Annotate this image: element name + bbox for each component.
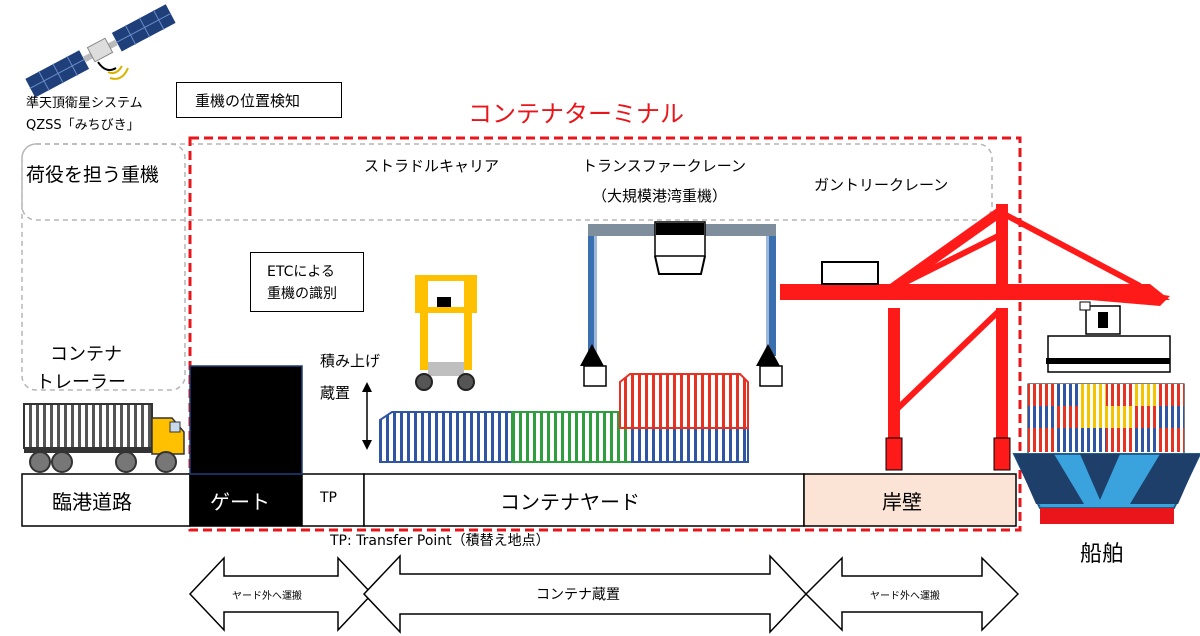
gantry-crane-icon xyxy=(780,204,1170,471)
tp-note: TP: Transfer Point（積替え地点） xyxy=(330,533,550,549)
etc-box: ETCによる 重機の識別 xyxy=(250,252,364,312)
trailer-label-line2: トレーラー xyxy=(36,372,126,393)
yard-containers xyxy=(379,373,749,463)
gate-building xyxy=(189,365,303,475)
satellite-icon xyxy=(23,2,177,99)
ship-icon xyxy=(1012,301,1200,524)
transfer-crane-icon xyxy=(580,221,783,387)
straddle-carrier-icon xyxy=(415,275,477,391)
terminal-title: コンテナターミナル xyxy=(468,100,684,128)
stacking-label-line1: 積み上げ xyxy=(320,352,381,370)
arrow-right-shape xyxy=(804,556,1020,632)
stacking-arrow xyxy=(362,382,372,450)
transfer-crane-label-line1: トランスファークレーン xyxy=(582,157,746,175)
zone-yard-label: コンテナヤード xyxy=(500,490,640,514)
position-detection-box: 重機の位置検知 xyxy=(176,82,342,118)
zone-quay-label: 岸壁 xyxy=(882,490,922,514)
zone-road-label: 臨港道路 xyxy=(52,490,132,514)
stacking-label-line2: 蔵置 xyxy=(320,384,351,402)
straddle-carrier-label: ストラドルキャリア xyxy=(364,157,500,175)
satellite-label-line1: 準天頂衛星システム xyxy=(26,96,143,111)
trailer-group-outline xyxy=(21,143,186,391)
arrow-left-label: ヤード外へ運搬 xyxy=(232,591,302,602)
etc-label-line1: ETCによる xyxy=(267,264,335,280)
arrow-middle-label: コンテナ蔵置 xyxy=(536,587,620,603)
trailer-truck-icon xyxy=(23,403,185,473)
terminal-boundary xyxy=(188,136,1022,532)
gantry-crane-label: ガントリークレーン xyxy=(814,176,949,194)
etc-label-line2: 重機の識別 xyxy=(267,286,337,302)
zone-gate-label: ゲート xyxy=(210,490,270,514)
zone-tp-label: TP xyxy=(320,490,337,506)
arrow-right-label: ヤード外へ運搬 xyxy=(870,591,940,602)
transfer-crane-label-line2: （大規模港湾重機） xyxy=(592,187,728,205)
trailer-label-line1: コンテナ xyxy=(50,344,122,365)
heavy-machinery-label: 荷役を担う重機 xyxy=(26,164,160,186)
position-detection-label: 重機の位置検知 xyxy=(195,92,301,110)
zone-bar xyxy=(21,473,1017,527)
ship-label: 船舶 xyxy=(1080,542,1125,567)
heavy-machinery-group-outline xyxy=(21,143,993,221)
satellite-label-line2: QZSS「みちびき」 xyxy=(26,118,140,133)
